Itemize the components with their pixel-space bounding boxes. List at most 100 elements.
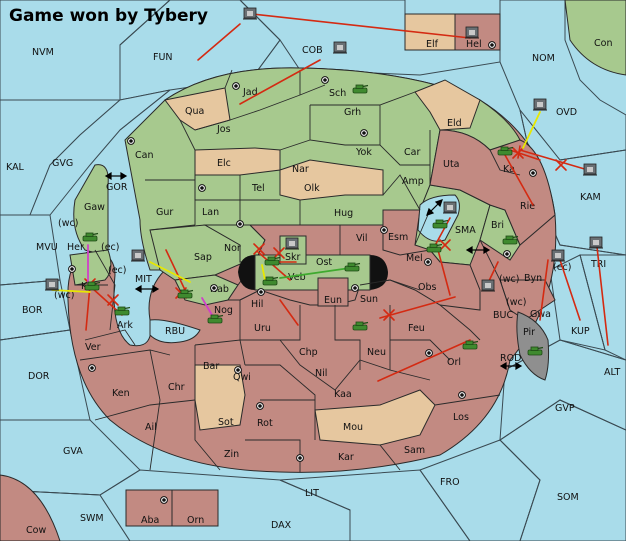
border-line: [194, 175, 280, 201]
order-move-line: [279, 299, 299, 326]
label-chr: Chr: [168, 382, 185, 393]
border-line: [119, 0, 171, 100]
province-mou[interactable]: [314, 389, 436, 446]
label-pir: Pir: [523, 327, 535, 338]
province-borders: [75, 69, 521, 472]
border-line: [439, 304, 481, 341]
label-sot: Sot: [218, 417, 234, 428]
sea-nom[interactable]: [499, 0, 626, 161]
label-sch: Sch: [329, 88, 346, 99]
order-move-line: [519, 149, 589, 171]
label-kaa: Kaa: [334, 389, 352, 400]
supply-center-dot-icon: [351, 284, 359, 292]
ship-icon[interactable]: [550, 249, 566, 262]
ship-icon[interactable]: [480, 279, 496, 292]
province-pir[interactable]: [516, 311, 550, 381]
order-move-line: [539, 259, 549, 321]
supply-center-dot-icon: [380, 226, 388, 234]
border-line: [239, 289, 261, 301]
label-gaw: Gaw: [84, 202, 105, 213]
label-ver: Ver: [85, 342, 101, 353]
label-skr: Skr: [285, 252, 301, 263]
border-line: [499, 439, 541, 541]
province-her[interactable]: [69, 249, 112, 286]
label-uta: Uta: [443, 159, 460, 170]
supply-center-dot-icon: [234, 366, 242, 374]
supply-center-dot-icon: [503, 250, 511, 258]
label-kar: Kar: [338, 452, 354, 463]
order-move-line: [165, 249, 186, 291]
label-byn: Byn: [524, 273, 542, 284]
label-lit: LIT: [305, 488, 319, 499]
label-grh: Grh: [344, 107, 361, 118]
ship-icon[interactable]: [532, 98, 548, 111]
label-nab: Nab: [210, 284, 229, 295]
supply-center-dot-icon: [127, 137, 135, 145]
supply-center-dot-icon: [210, 284, 218, 292]
province-orn[interactable]: [171, 489, 219, 527]
ship-icon[interactable]: [442, 201, 458, 214]
label-mou: Mou: [343, 422, 363, 433]
label-hel: Hel: [466, 39, 482, 50]
ship-icon[interactable]: [130, 249, 146, 262]
province-elc[interactable]: [194, 147, 281, 176]
ship-icon[interactable]: [582, 163, 598, 176]
continent: [67, 67, 557, 473]
two-way-arrow-icon: [134, 284, 160, 294]
supply-center-dot-icon: [321, 76, 329, 84]
order-move-line: [377, 339, 471, 382]
border-line: [434, 394, 501, 406]
label-elc: Elc: [217, 158, 231, 169]
label-eld: Eld: [447, 118, 462, 129]
failed-order-x: [512, 147, 524, 159]
failed-order-x: [273, 247, 285, 259]
ship-icon[interactable]: [464, 26, 480, 39]
label-jos: Jos: [216, 124, 231, 135]
label-fro: FRO: [440, 477, 460, 488]
label-gur: Gur: [156, 207, 173, 218]
label-chp: Chp: [299, 347, 318, 358]
label-hil: Hil: [251, 299, 263, 310]
label-her: Her: [67, 242, 84, 253]
label-bri: Bri: [491, 220, 504, 231]
ship-icon[interactable]: [332, 41, 348, 54]
ship-icon[interactable]: [588, 236, 604, 249]
coast-tag-byn-wc: (wc): [499, 274, 519, 285]
province-eun[interactable]: [317, 277, 349, 307]
failed-order-x: [555, 159, 567, 171]
label-kup: KUP: [571, 326, 590, 337]
label-nor: Nor: [224, 243, 241, 254]
order-move-line: [379, 296, 456, 319]
border-line: [149, 349, 161, 471]
order-move-line: [559, 259, 581, 321]
ship-icon[interactable]: [284, 237, 300, 250]
supply-center-dot-icon: [296, 454, 304, 462]
tank-icon[interactable]: [114, 306, 131, 316]
label-mel: Mel: [406, 253, 423, 264]
label-fun: FUN: [153, 52, 173, 63]
label-sam: Sam: [404, 445, 425, 456]
border-line: [194, 84, 326, 131]
label-kam: KAM: [580, 192, 601, 203]
two-way-arrow-icon: [499, 361, 523, 371]
label-feu: Feu: [408, 323, 425, 334]
supply-center-dot-icon: [68, 265, 76, 273]
ship-icon[interactable]: [242, 7, 258, 20]
border-line: [389, 305, 431, 381]
border-line: [119, 89, 171, 131]
order-move-line: [257, 251, 291, 281]
supply-center-dot-icon: [458, 391, 466, 399]
province-aba[interactable]: [125, 489, 173, 527]
label-can: Can: [135, 150, 153, 161]
label-los: Los: [453, 412, 469, 423]
channel-arrows: [104, 171, 523, 371]
sea-rbu[interactable]: [149, 319, 201, 344]
ship-icon[interactable]: [44, 278, 60, 291]
supply-center-dot-icon: [198, 184, 206, 192]
order-support-line: [149, 261, 191, 283]
order-move-line: [239, 59, 321, 105]
failed-order-x: [439, 239, 451, 251]
province-eld[interactable]: [414, 79, 481, 131]
